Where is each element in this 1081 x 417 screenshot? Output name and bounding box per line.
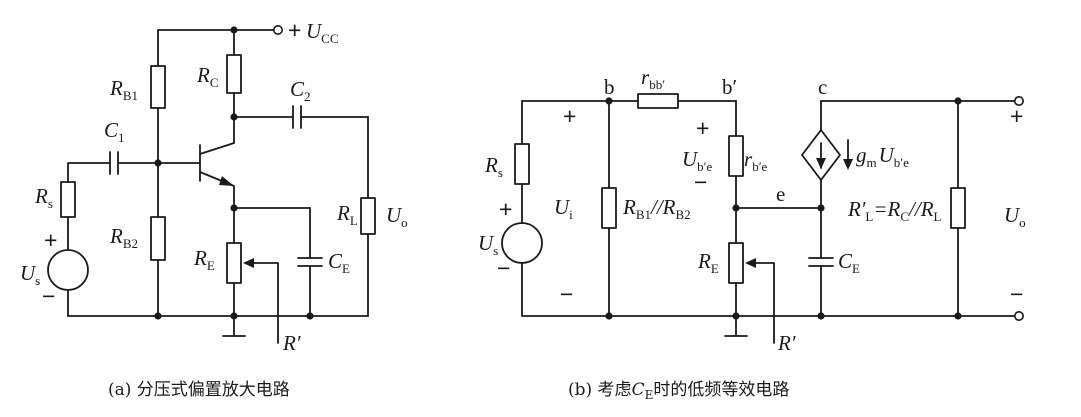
circuit-b-wiring xyxy=(501,93,1024,344)
c2-capacitor xyxy=(292,105,302,129)
ce-b-capacitor xyxy=(808,257,834,267)
rbb-resistor xyxy=(637,93,679,109)
supply-label: UCC xyxy=(306,19,339,46)
gm-label: gmUb′e xyxy=(856,143,909,170)
us-b-label: Us xyxy=(478,231,498,258)
rbe-label: rb′e xyxy=(744,147,768,174)
ui-label: Ui xyxy=(554,195,573,222)
rl-label: RL xyxy=(336,201,358,228)
terminal xyxy=(1013,96,1024,107)
ce-capacitor xyxy=(297,257,323,267)
rs-resistor xyxy=(60,181,76,218)
circuit-a-wiring xyxy=(47,24,376,344)
supply-plus-sign: + xyxy=(288,17,301,43)
input-minus-sign: − xyxy=(560,281,573,307)
rprime-b-arrowhead xyxy=(745,258,756,268)
vbe-minus-sign: − xyxy=(694,169,707,195)
rb2-label: RB2 xyxy=(109,224,138,251)
input-plus-sign: + xyxy=(563,103,576,129)
source-minus-sign: − xyxy=(42,283,55,309)
rs-b-label: Rs xyxy=(484,153,503,180)
re-b-resistor xyxy=(728,242,744,284)
c2-label: C2 xyxy=(290,77,311,104)
node-bprime-label: b′ xyxy=(722,75,737,99)
ground-symbol xyxy=(724,315,748,337)
rprime-label: R′ xyxy=(282,331,301,355)
caption-a: (a) 分压式偏置放大电路 xyxy=(108,380,290,400)
rb12-label: RB1//RB2 xyxy=(622,195,691,222)
rbe-resistor xyxy=(728,135,744,177)
rc-label: RC xyxy=(196,63,219,90)
rl-resistor xyxy=(360,197,376,235)
re-label: RE xyxy=(193,246,215,273)
rb1-resistor xyxy=(150,65,166,109)
rprime-b-pointer xyxy=(755,262,775,344)
us-label: Us xyxy=(20,261,40,288)
rprime-pointer xyxy=(253,262,279,344)
rbb-label: rbb′ xyxy=(641,65,665,92)
uo-label: Uo xyxy=(386,203,408,230)
caption-b: (b) 考虑CE时的低频等效电路 xyxy=(568,380,789,402)
junction-dot xyxy=(954,312,962,320)
junction-dot xyxy=(817,312,825,320)
vbe-plus-sign: + xyxy=(696,115,709,141)
collector-lead xyxy=(199,142,235,155)
c1-capacitor xyxy=(109,151,119,175)
node-e-label: e xyxy=(776,182,785,206)
output-minus-sign: − xyxy=(1010,281,1023,307)
c1-label: C1 xyxy=(104,118,125,145)
terminal xyxy=(272,24,283,35)
ground-symbol xyxy=(222,315,246,337)
wire xyxy=(67,162,111,183)
emitter-lead xyxy=(199,171,235,209)
junction-dot xyxy=(306,312,314,320)
re-resistor xyxy=(226,242,242,284)
node-c-label: c xyxy=(818,75,827,99)
rb12-resistor xyxy=(601,187,617,229)
source-arrowhead xyxy=(816,158,826,169)
rlprime-resistor xyxy=(950,187,966,229)
rprime-b-label: R′ xyxy=(777,331,796,355)
junction-dot xyxy=(154,312,162,320)
ube-label: Ub′e xyxy=(682,147,713,174)
node-b-label: b xyxy=(604,75,615,99)
emitter-arrow xyxy=(219,176,234,186)
rb2-resistor xyxy=(150,216,166,261)
rs-b-resistor xyxy=(514,143,530,185)
uo-b-label: Uo xyxy=(1004,203,1026,230)
rb1-label: RB1 xyxy=(109,76,138,103)
ce-b-label: CE xyxy=(838,249,860,276)
rlprime-label: R′L=RC//RL xyxy=(847,197,942,224)
rs-label: Rs xyxy=(34,184,53,211)
re-b-label: RE xyxy=(697,249,719,276)
rc-resistor xyxy=(226,54,242,94)
source-b-plus-sign: + xyxy=(499,196,512,222)
rprime-arrowhead xyxy=(243,258,254,268)
output-plus-sign: + xyxy=(1010,103,1023,129)
source-b-minus-sign: − xyxy=(497,255,510,281)
source-plus-sign: + xyxy=(44,227,57,253)
terminal xyxy=(1013,310,1024,321)
gm-current-arrowhead xyxy=(843,159,853,170)
junction-dot xyxy=(605,312,613,320)
ce-label: CE xyxy=(328,249,350,276)
